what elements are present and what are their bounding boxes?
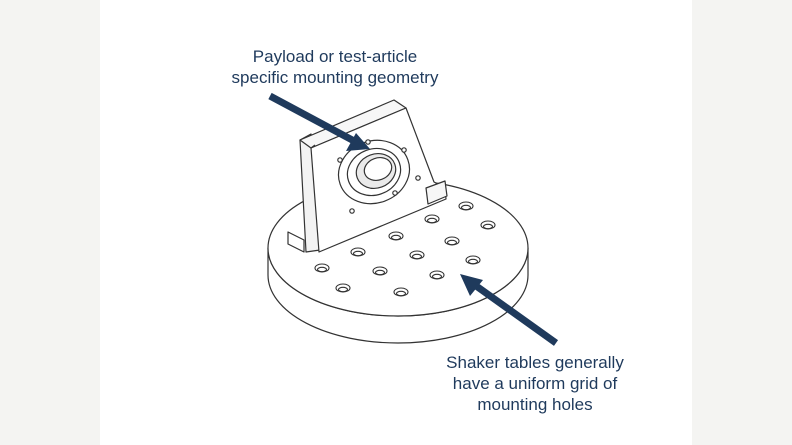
- payload-callout-arrow: [268, 92, 358, 146]
- callout-arrows: [268, 92, 559, 346]
- shaker-callout-label: Shaker tables generally have a uniform g…: [420, 352, 650, 415]
- mounting-hole: [458, 201, 474, 211]
- mounting-hole: [350, 247, 366, 257]
- payload-bracket: [287, 99, 448, 253]
- payload-label-line-1: Payload or test-article: [252, 47, 418, 66]
- shaker-label-line-1: Shaker tables generally: [446, 353, 624, 372]
- mounting-hole: [393, 287, 409, 297]
- mounting-hole: [444, 236, 460, 246]
- mounting-hole: [372, 266, 388, 276]
- mounting-hole: [388, 231, 404, 241]
- mounting-hole: [314, 263, 330, 273]
- mounting-hole-grid: [314, 201, 496, 297]
- shaker-label-line-3: mounting holes: [477, 395, 593, 414]
- payload-callout-label: Payload or test-article specific mountin…: [190, 46, 480, 88]
- payload-label-line-2: specific mounting geometry: [231, 68, 439, 87]
- shaker-label-line-2: have a uniform grid of: [452, 374, 618, 393]
- mounting-hole: [465, 255, 481, 265]
- mounting-hole: [409, 250, 425, 260]
- mounting-hole: [480, 220, 496, 230]
- shaker-callout-arrow: [469, 280, 559, 346]
- mounting-hole: [335, 283, 351, 293]
- mounting-hole: [424, 214, 440, 224]
- shaker-arrow-head: [460, 274, 483, 296]
- payload-arrow-head: [346, 133, 370, 151]
- mounting-hole: [429, 270, 445, 280]
